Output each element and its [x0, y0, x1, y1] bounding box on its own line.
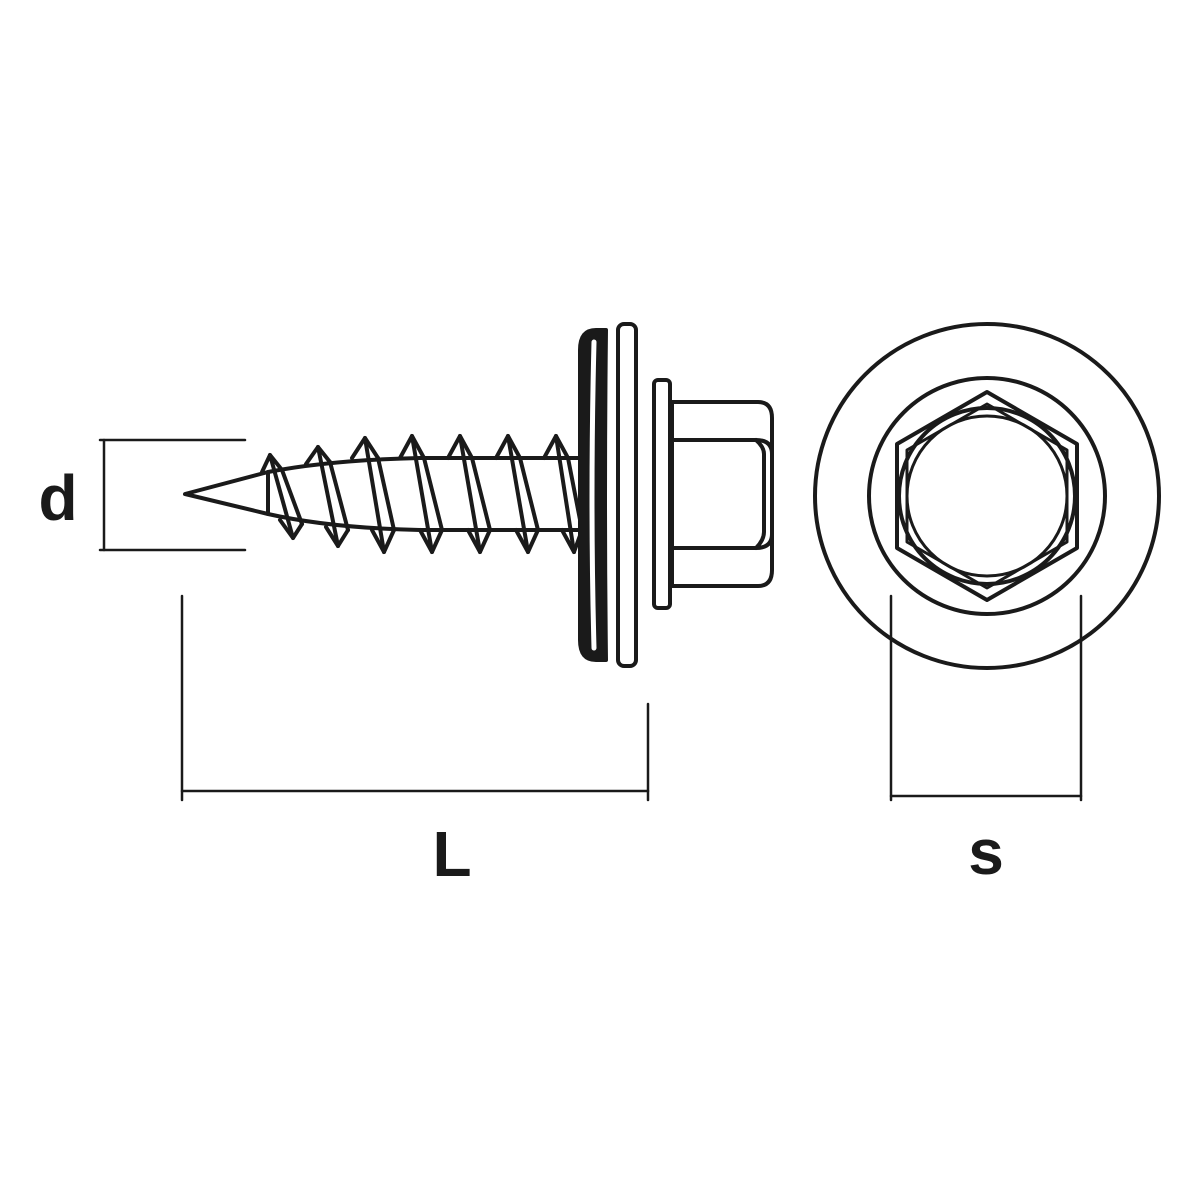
dimension-d	[98, 438, 247, 552]
label-s: s	[968, 816, 1004, 888]
flange-circle	[867, 376, 1107, 616]
washer-outer-circle	[813, 322, 1161, 670]
hex-inner-outline	[905, 402, 1069, 590]
dimension-L	[180, 594, 650, 802]
end-view	[813, 322, 1161, 670]
hex-outline	[895, 390, 1079, 602]
label-d: d	[38, 462, 77, 534]
metal-washer-side	[616, 322, 638, 668]
hex-head-side	[652, 378, 774, 610]
rubber-washer-side	[578, 328, 608, 662]
bearing-face-inner-circle	[905, 414, 1069, 578]
dimension-s	[889, 594, 1083, 802]
screw-shank	[183, 434, 584, 554]
label-L: L	[432, 818, 471, 890]
bearing-face-circle	[897, 406, 1077, 586]
